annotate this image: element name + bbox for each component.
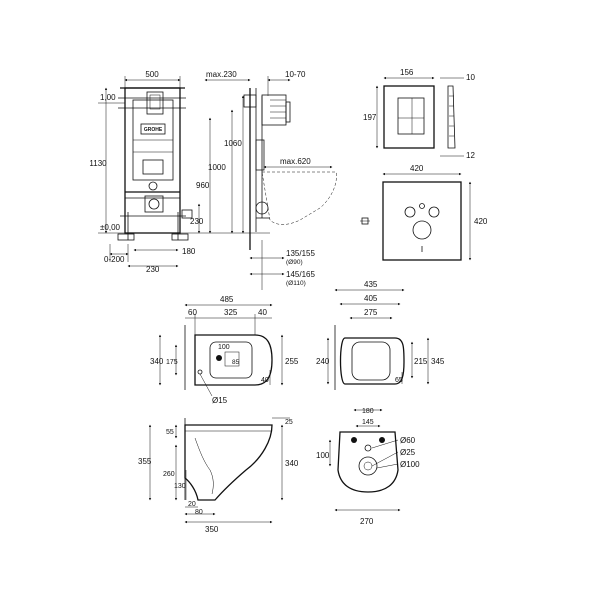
dim-bowl-40-vert: 40 <box>261 377 269 384</box>
drain-connector <box>148 181 158 191</box>
dim-offset-135-155: 135/155 <box>286 249 315 258</box>
bowl-top-outline <box>194 334 273 386</box>
dim-back-145: 145 <box>362 419 374 426</box>
dim-bowl-diameter-15: Ø15 <box>212 396 228 405</box>
dim-side-355: 355 <box>138 457 152 466</box>
dim-side-80: 80 <box>195 509 203 516</box>
bowl-top-view: 485 60 325 40 340 175 100 85 255 40 Ø15 <box>150 295 299 405</box>
dim-bowl-length-485: 485 <box>220 295 234 304</box>
dim-bowl-85: 85 <box>232 359 240 366</box>
dim-back-diameter-25: Ø25 <box>400 448 416 457</box>
bowl-side-view: 355 55 260 130 340 25 20 80 350 <box>138 417 299 534</box>
dim-width-500: 500 <box>145 70 159 79</box>
dim-width-230: 230 <box>146 265 160 274</box>
dim-max-230: max.230 <box>206 70 237 79</box>
dim-bowl-325: 325 <box>224 308 238 317</box>
dim-bowl-100: 100 <box>218 344 230 351</box>
dim-seat-240: 240 <box>316 357 330 366</box>
dim-width-180: 180 <box>182 247 196 256</box>
dim-bowl-255: 255 <box>285 357 299 366</box>
dim-diameter-90: (Ø90) <box>286 259 303 266</box>
dim-bowl-40: 40 <box>258 308 267 317</box>
dim-height-230: 230 <box>190 217 204 226</box>
dim-back-diameter-100: Ø100 <box>400 460 420 469</box>
dim-seat-435: 435 <box>364 280 378 289</box>
flush-plate-view: 156 197 10 12 <box>363 68 475 160</box>
grohe-logo-plate <box>140 123 166 135</box>
insulation-mat-view: 420 420 <box>360 164 488 261</box>
dim-plate-width-156: 156 <box>400 68 414 77</box>
dim-side-340: 340 <box>285 459 299 468</box>
dim-side-25: 25 <box>285 419 293 426</box>
dim-seat-65: 65 <box>395 377 403 384</box>
bowl-side-outline <box>184 424 273 501</box>
dim-plate-thickness-10: 10 <box>466 73 475 82</box>
dim-height-960: 960 <box>196 181 210 190</box>
dim-mat-width-420: 420 <box>410 164 424 173</box>
dim-seat-275: 275 <box>364 308 378 317</box>
bowl-back-view: 180 145 100 Ø60 Ø25 Ø100 270 <box>316 408 420 526</box>
toilet-outline-dashed <box>261 171 337 225</box>
dim-bowl-60: 60 <box>188 308 197 317</box>
dim-side-20: 20 <box>188 501 196 508</box>
outlet-hole <box>358 456 378 476</box>
dim-range-0-200: 0-200 <box>104 255 125 264</box>
dim-mat-height-420: 420 <box>474 217 488 226</box>
dim-height-1060: 1060 <box>224 139 242 148</box>
dim-back-270: 270 <box>360 517 374 526</box>
mat-drain-hole <box>412 220 432 240</box>
dim-diameter-110: (Ø110) <box>286 280 306 287</box>
dim-side-350: 350 <box>205 525 219 534</box>
mat-outline <box>382 181 462 261</box>
dim-bowl-width-340: 340 <box>150 357 164 366</box>
brand-label: GROHE <box>144 127 163 133</box>
dim-back-diameter-60: Ø60 <box>400 436 416 445</box>
dim-plate-height-197: 197 <box>363 113 377 122</box>
dim-seat-405: 405 <box>364 294 378 303</box>
dim-height-1000: 1000 <box>208 163 226 172</box>
flush-plate-outline <box>383 85 435 149</box>
dim-back-180: 180 <box>362 408 374 415</box>
dim-side-130: 130 <box>174 483 186 490</box>
dim-side-55: 55 <box>166 429 174 436</box>
dim-range-10-70: 10-70 <box>285 70 306 79</box>
dim-height-1130: 1130 <box>89 159 107 168</box>
dim-plate-depth-12: 12 <box>466 151 475 160</box>
dim-max-620: max.620 <box>280 157 311 166</box>
bowl-back-outline <box>337 431 399 493</box>
dim-offset-145-165: 145/165 <box>286 270 315 279</box>
dim-side-260: 260 <box>163 471 175 478</box>
dim-seat-215: 215 <box>414 357 428 366</box>
installation-frame-view: GROHE 1,00 ±0,00 500 1130 180 230 <box>89 70 337 290</box>
dim-back-100: 100 <box>316 451 330 460</box>
ref-label-000: ±0,00 <box>100 223 121 232</box>
dim-seat-345: 345 <box>431 357 445 366</box>
ref-label-100: 1,00 <box>100 93 116 102</box>
dim-bowl-175: 175 <box>166 359 178 366</box>
flush-plate-profile <box>447 85 456 149</box>
flush-buttons <box>397 97 425 135</box>
seat-top-view: 435 405 275 240 215 345 65 <box>316 280 445 390</box>
